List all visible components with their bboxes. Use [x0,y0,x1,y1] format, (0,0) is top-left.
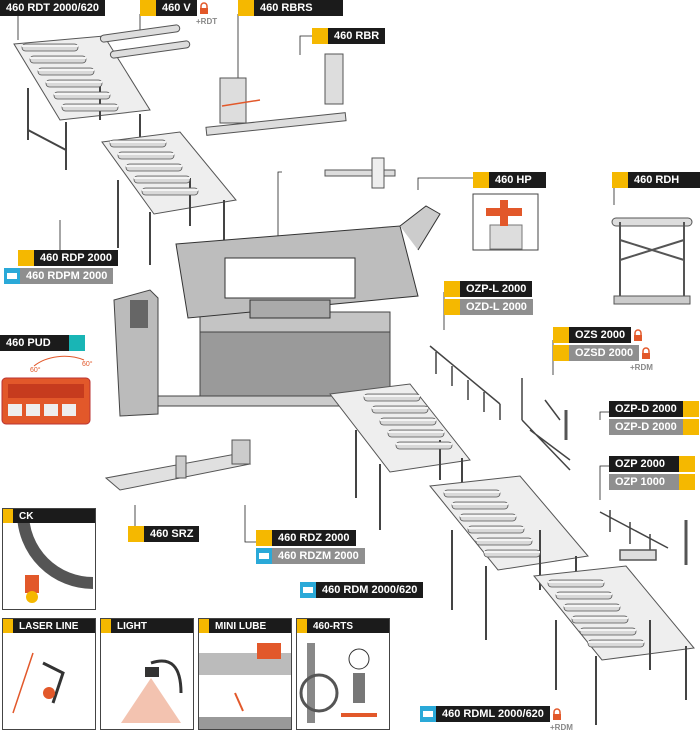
panel-ck-header: CK [3,509,95,523]
pud-angle-left: 60° [30,366,41,374]
light-illustration [121,659,183,723]
panel-light: LIGHT [100,618,194,730]
control-column [113,289,159,417]
label-rbrs: 460 RBRS [238,0,343,16]
rdml-plus-rdm: +RDM [550,723,573,732]
lock-icon [639,345,654,361]
label-v: 460 V [140,0,211,16]
label-hp: 460 HP [473,172,546,188]
accent-square [553,327,569,343]
accent-square [682,401,699,417]
label-ozpd1: OZP-D 2000 [609,401,699,417]
bar-stop-rbrs [205,77,347,136]
label-ozs: OZS 2000 [553,327,646,343]
motor-icon [256,548,272,564]
band-saw-machine [157,205,441,407]
label-pud: 460 PUD [0,335,85,351]
label-rbr: 460 RBR [312,28,386,44]
label-rdp: 460 RDP 2000 [18,250,118,266]
label-rdt: 460 RDT 2000/620 [0,0,105,16]
label-rdm: 460 RDM 2000/620 [300,582,424,598]
roller-table-rdp [101,131,237,265]
accent-square [678,474,695,490]
pud-angle-right: 60° [82,360,93,368]
vertical-roller-rdh [611,217,693,305]
panel-laser: LASER LINE [2,618,96,730]
motor-icon [300,582,316,598]
label-rdml: 460 RDML 2000/620 [420,706,564,722]
roller-table-rdm [429,475,589,640]
accent-square [473,172,489,188]
lock-icon [549,706,564,722]
accent-square [256,530,272,546]
label-rdz: 460 RDZ 2000 [256,530,356,546]
hp-detail [472,193,539,251]
laser-illustration [12,652,65,714]
accent-square [128,526,144,542]
panel-rts-header: 460-RTS [297,619,389,633]
accent-square [612,172,628,188]
ck-illustration [17,523,94,603]
label-ozpd2: OZP-D 2000 [609,419,699,435]
accent-square [18,250,34,266]
pud-panel [1,355,91,425]
ozsd-plus-rdm: +RDM [630,363,653,372]
label-rdzm: 460 RDZM 2000 [256,548,365,564]
accent-square [444,281,460,297]
ozp-fence [599,510,688,565]
ozs-stop [521,378,571,471]
label-ozdl: OZD-L 2000 [444,299,533,315]
label-rdh: 460 RDH [612,172,700,188]
accent-square [199,619,209,633]
accent-square [101,619,111,633]
v-plus-rdt: +RDT [196,17,218,26]
hydraulic-clamp-hp [324,157,396,189]
accent-square [238,0,254,16]
motor-icon [420,706,436,722]
label-ozpl: OZP-L 2000 [444,281,533,297]
accent-square [3,619,13,633]
accent-square [682,419,699,435]
panel-ck: CK [2,508,96,610]
accent-square [553,345,569,361]
panel-lube: MINI LUBE [198,618,292,730]
lock-icon [196,0,211,16]
label-srz: 460 SRZ [128,526,200,542]
label-ozp1000: OZP 1000 [609,474,695,490]
roller-v [99,24,191,59]
panel-laser-header: LASER LINE [3,619,95,633]
accent-square [312,28,328,44]
panel-rts: 460-RTS [296,618,390,730]
roller-table-rdml [533,565,695,725]
accent-square [68,335,85,351]
lock-icon [631,327,646,343]
label-ozsd: OZSD 2000 [553,345,654,361]
lube-illustration [199,643,291,729]
label-rdpm: 460 RDPM 2000 [4,268,114,284]
rts-illustration [299,643,377,723]
label-ozp2000: OZP 2000 [609,456,695,472]
accent-square [678,456,695,472]
bar-stop-rbr [324,53,344,105]
accent-square [3,509,13,523]
accent-square [297,619,307,633]
panel-lube-header: MINI LUBE [199,619,291,633]
motor-icon [4,268,20,284]
panel-light-header: LIGHT [101,619,193,633]
ozp-l-fence [429,345,501,420]
accent-square [140,0,156,16]
saw-rest-srz [104,439,252,491]
accent-square [444,299,460,315]
